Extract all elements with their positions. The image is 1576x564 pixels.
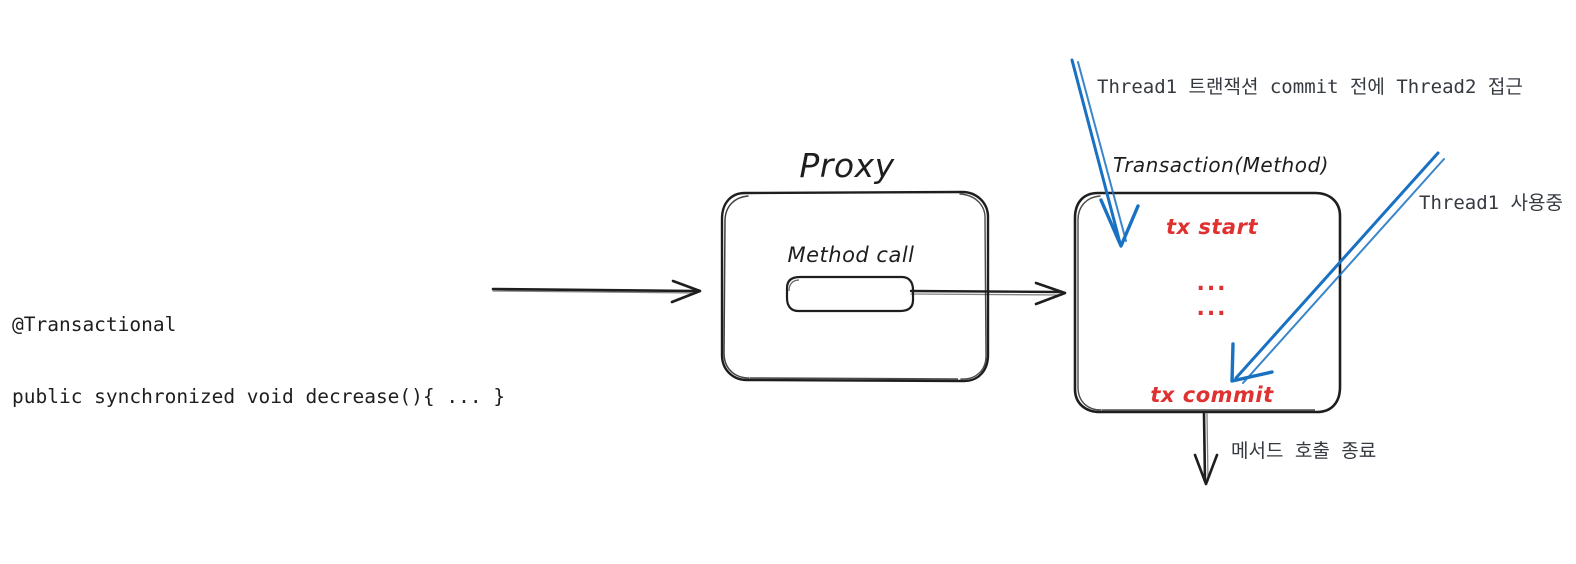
transaction-title: Transaction(Method) — [1113, 153, 1329, 177]
transaction-ellipsis-2: ... — [1196, 296, 1228, 321]
blue-arrow-thread2-access — [1070, 58, 1140, 248]
annotation-thread1-in-use: Thread1 사용중 — [1419, 192, 1563, 214]
tx-commit-label: tx commit — [1150, 383, 1274, 407]
blue-arrow-thread1-in-use — [1230, 151, 1445, 384]
transaction-box — [1073, 191, 1342, 414]
arrow-code-to-proxy — [491, 279, 702, 304]
method-call-pill — [785, 275, 915, 313]
transaction-ellipsis-1: ... — [1196, 271, 1228, 296]
annotation-method-call-end: 메서드 호출 종료 — [1231, 440, 1377, 462]
code-line-method: public synchronized void decrease(){ ...… — [12, 385, 506, 408]
method-call-label: Method call — [787, 243, 915, 267]
tx-start-label: tx start — [1166, 215, 1258, 239]
proxy-title: Proxy — [799, 146, 895, 185]
code-line-annotation: @Transactional — [12, 313, 177, 336]
arrow-method-call-end — [1193, 412, 1219, 486]
annotation-thread2-access: Thread1 트랜잭션 commit 전에 Thread2 접근 — [1097, 76, 1523, 98]
code-block: @Transactional public synchronized void … — [12, 265, 505, 457]
arrow-proxy-to-transaction — [909, 281, 1067, 306]
